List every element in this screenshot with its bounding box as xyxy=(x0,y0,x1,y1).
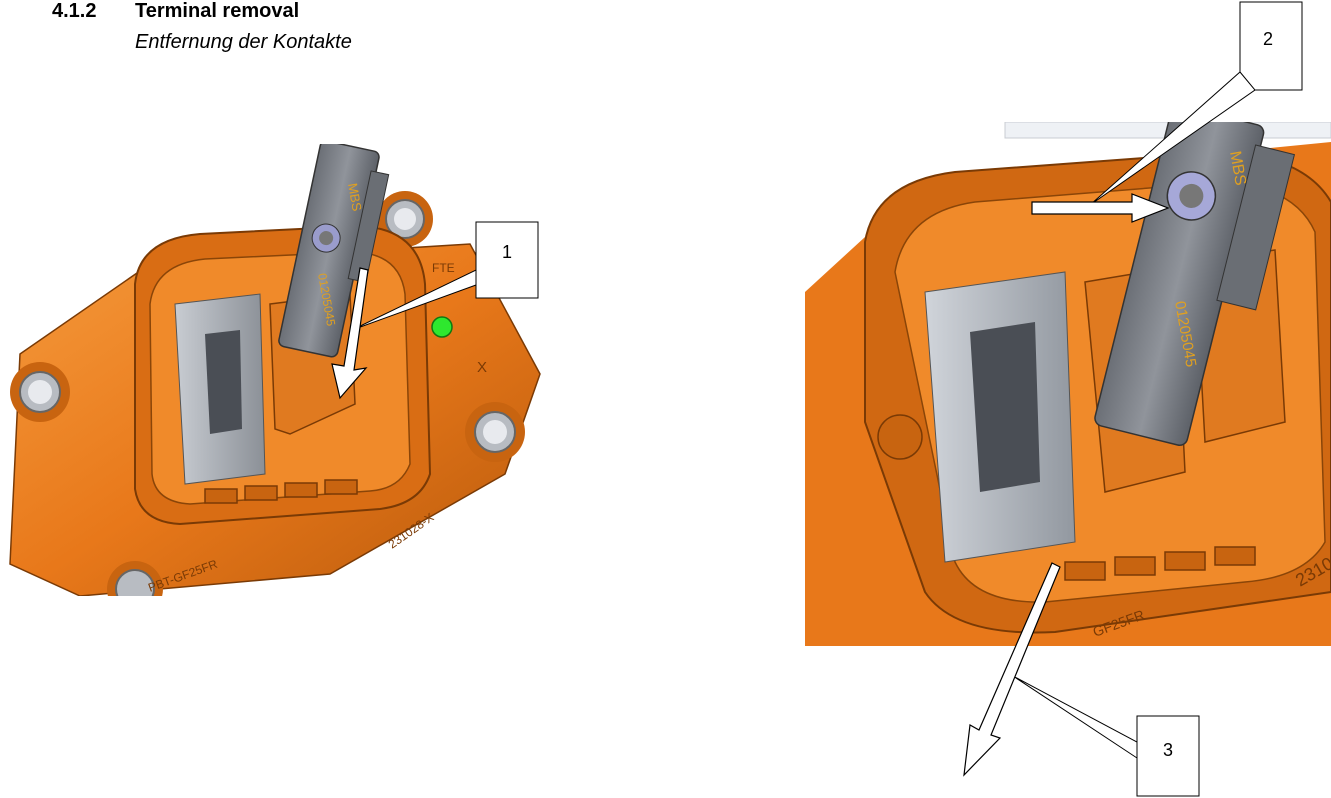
removal-tool xyxy=(278,140,390,358)
green-led-icon xyxy=(431,316,453,338)
connector-render-left: MBS 01205045 FTE X 231028-X PBT-GF25FR xyxy=(9,140,541,617)
figure-left-connector: MBS 01205045 FTE X 231028-X PBT-GF25FR xyxy=(0,140,548,617)
section-number: 4.1.2 xyxy=(52,0,97,22)
housing-marking-x: X xyxy=(477,359,487,376)
connector-render-right: MBS 01205045 2310 GF25FR xyxy=(805,104,1331,646)
figure-right-connector: MBS 01205045 2310 GF25FR xyxy=(805,104,1331,646)
mounting-hole xyxy=(10,362,70,422)
callout-label-3: 3 xyxy=(1163,740,1173,760)
section-title: Terminal removal xyxy=(135,0,300,22)
section-subtitle: Entfernung der Kontakte xyxy=(135,31,352,53)
callout-label-2: 2 xyxy=(1263,29,1273,49)
callout-3: 3 xyxy=(1012,675,1200,797)
housing-marking-fte: FTE xyxy=(432,261,455,275)
tool-marking-brand: MBS xyxy=(345,182,365,213)
